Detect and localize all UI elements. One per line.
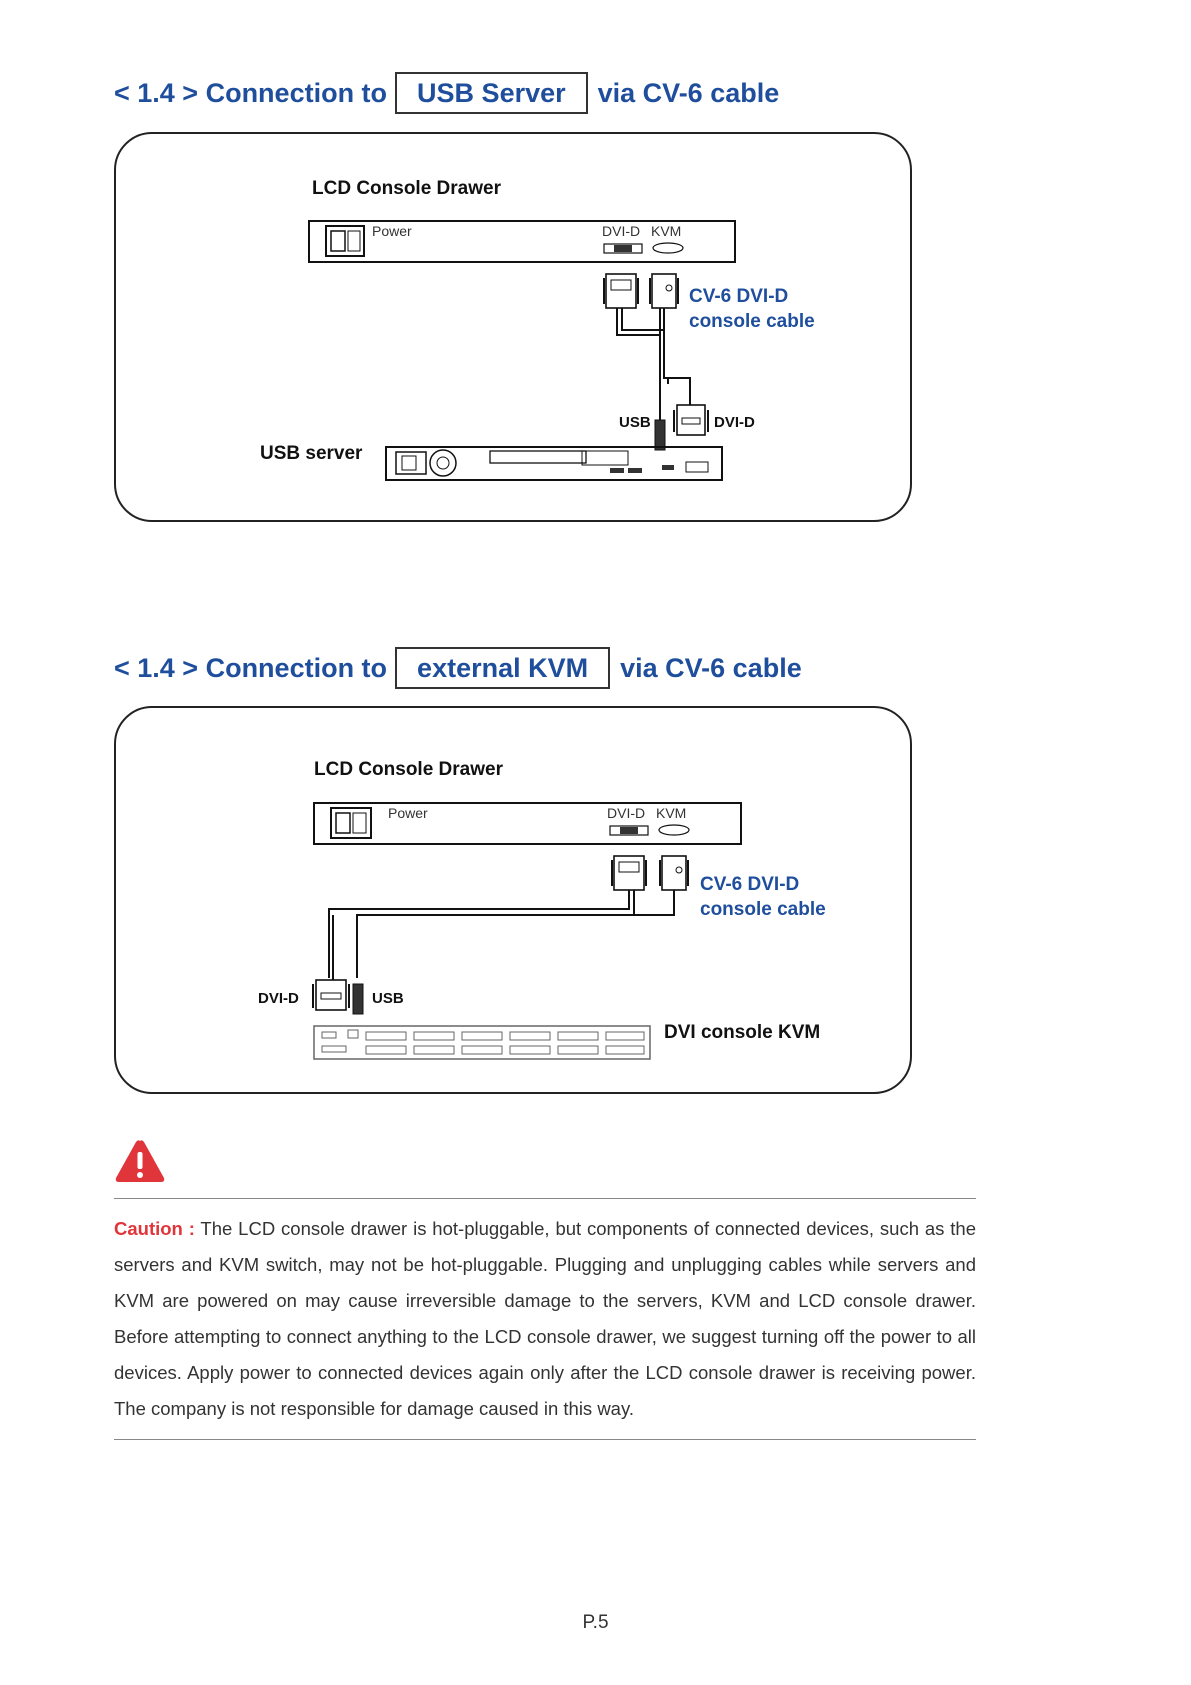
s1-server-label: USB server: [260, 443, 363, 464]
s1-usb-label: USB: [619, 414, 651, 431]
s1-usb-server-icon: [385, 446, 723, 481]
s1-dvid-port-icon: [603, 243, 643, 254]
s1-kvm-port-label: KVM: [651, 223, 682, 239]
s2-usb-label: USB: [372, 990, 404, 1007]
s2-kvm-label: DVI console KVM: [664, 1022, 821, 1043]
section1-title-suffix: via CV-6 cable: [597, 78, 780, 108]
s2-drawer-label: LCD Console Drawer: [314, 759, 503, 780]
s2-cv6-cable: [328, 890, 675, 980]
s2-dvid-port-icon: [609, 825, 649, 836]
s2-usb-plug-icon: [352, 983, 364, 1015]
caution-label: Caution :: [114, 1218, 195, 1239]
s2-power-label: Power: [388, 805, 428, 821]
s2-kvm-connector-icon: [659, 855, 689, 891]
s1-kvm-connector-icon: [649, 273, 679, 309]
s2-kvm-port-icon: [658, 824, 690, 836]
s1-dvid-port-label: DVI-D: [602, 223, 641, 239]
s1-cable-label-line2: console cable: [689, 311, 815, 332]
s1-dvid-label: DVI-D: [714, 414, 755, 431]
s2-cable-label-line2: console cable: [700, 899, 826, 920]
section1-title-boxed: USB Server: [395, 72, 588, 114]
s2-dvid-label: DVI-D: [258, 990, 299, 1007]
s2-dvid-connector-icon: [611, 855, 647, 891]
s1-drawer-label: LCD Console Drawer: [312, 178, 501, 199]
s2-kvm-dvid-connector-icon: [312, 979, 350, 1011]
s1-kvm-port-icon: [652, 242, 684, 254]
s1-server-dvid-connector-icon: [673, 404, 709, 436]
s2-dvid-port-label: DVI-D: [607, 805, 646, 821]
s1-usb-plug-icon: [654, 419, 666, 451]
page-number: P.5: [582, 1612, 609, 1633]
caution-text: The LCD console drawer is hot-pluggable,…: [114, 1218, 977, 1419]
s2-cable-label-line1: CV-6 DVI-D: [700, 874, 800, 895]
s2-kvm-port-label: KVM: [656, 805, 687, 821]
section2-title-boxed: external KVM: [395, 647, 611, 689]
section2-title-suffix: via CV-6 cable: [620, 653, 802, 683]
s1-dvid-connector-icon: [603, 273, 639, 309]
s1-cv6-cable: [616, 308, 691, 420]
s2-dvi-console-kvm-icon: [313, 1025, 651, 1060]
section1-diagram-panel: [114, 132, 912, 522]
s2-power-socket-icon: [330, 807, 372, 839]
section2-diagram-panel: [114, 706, 912, 1094]
s2-drawer-rear-panel: [313, 802, 742, 845]
s1-cable-label-line1: CV-6 DVI-D: [689, 286, 789, 307]
s1-power-label: Power: [372, 223, 412, 239]
caution-block: Caution : The LCD console drawer is hot-…: [114, 1198, 976, 1440]
section1-title-prefix: < 1.4 > Connection to: [114, 78, 388, 108]
caution-paragraph: Caution : The LCD console drawer is hot-…: [114, 1211, 976, 1427]
s1-drawer-rear-panel: [308, 220, 736, 263]
warning-triangle-icon: [115, 1140, 165, 1182]
s1-power-socket-icon: [325, 225, 365, 257]
section2-title-prefix: < 1.4 > Connection to: [114, 653, 388, 683]
